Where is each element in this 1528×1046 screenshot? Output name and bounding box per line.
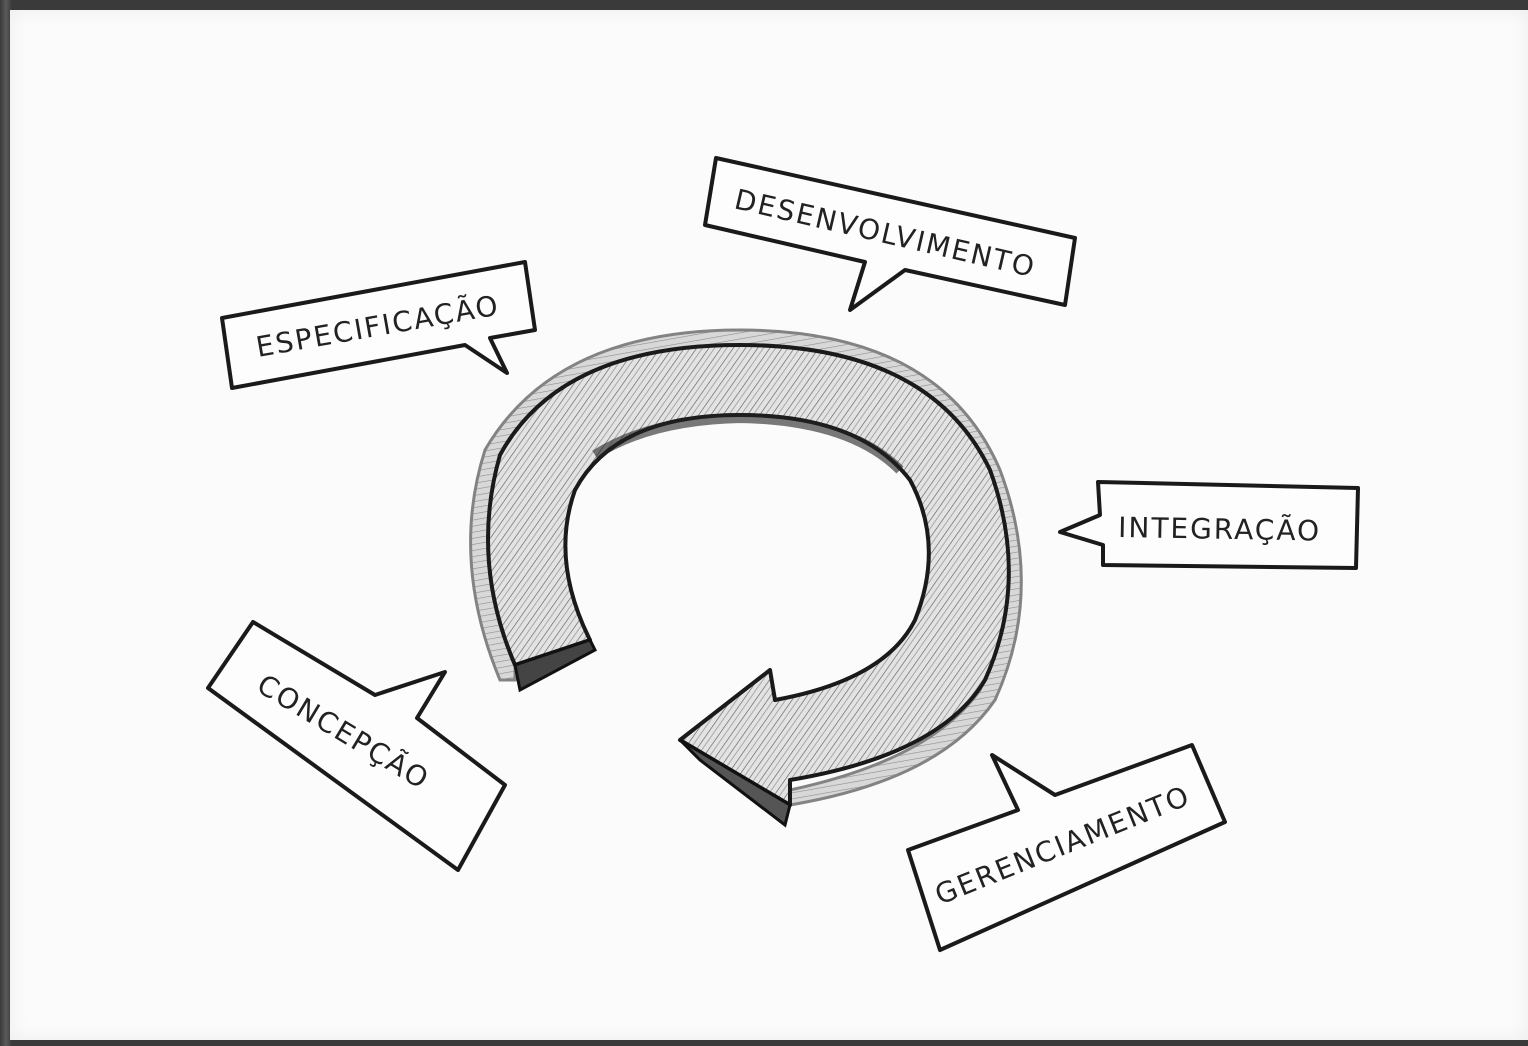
- callout-desenvolvimento: DESENVOLVIMENTO: [703, 156, 1077, 312]
- callout-gerenciamento: GERENCIAMENTO: [906, 743, 1227, 952]
- callout-concepcao: CONCEPÇÃO: [206, 620, 507, 872]
- callout-integracao: INTEGRAÇÃO: [1058, 480, 1360, 570]
- label-integracao: INTEGRAÇÃO: [1118, 511, 1321, 548]
- cycle-arrow-icon: [469, 328, 1023, 828]
- callout-especificacao: ESPECIFICAÇÃO: [220, 260, 537, 390]
